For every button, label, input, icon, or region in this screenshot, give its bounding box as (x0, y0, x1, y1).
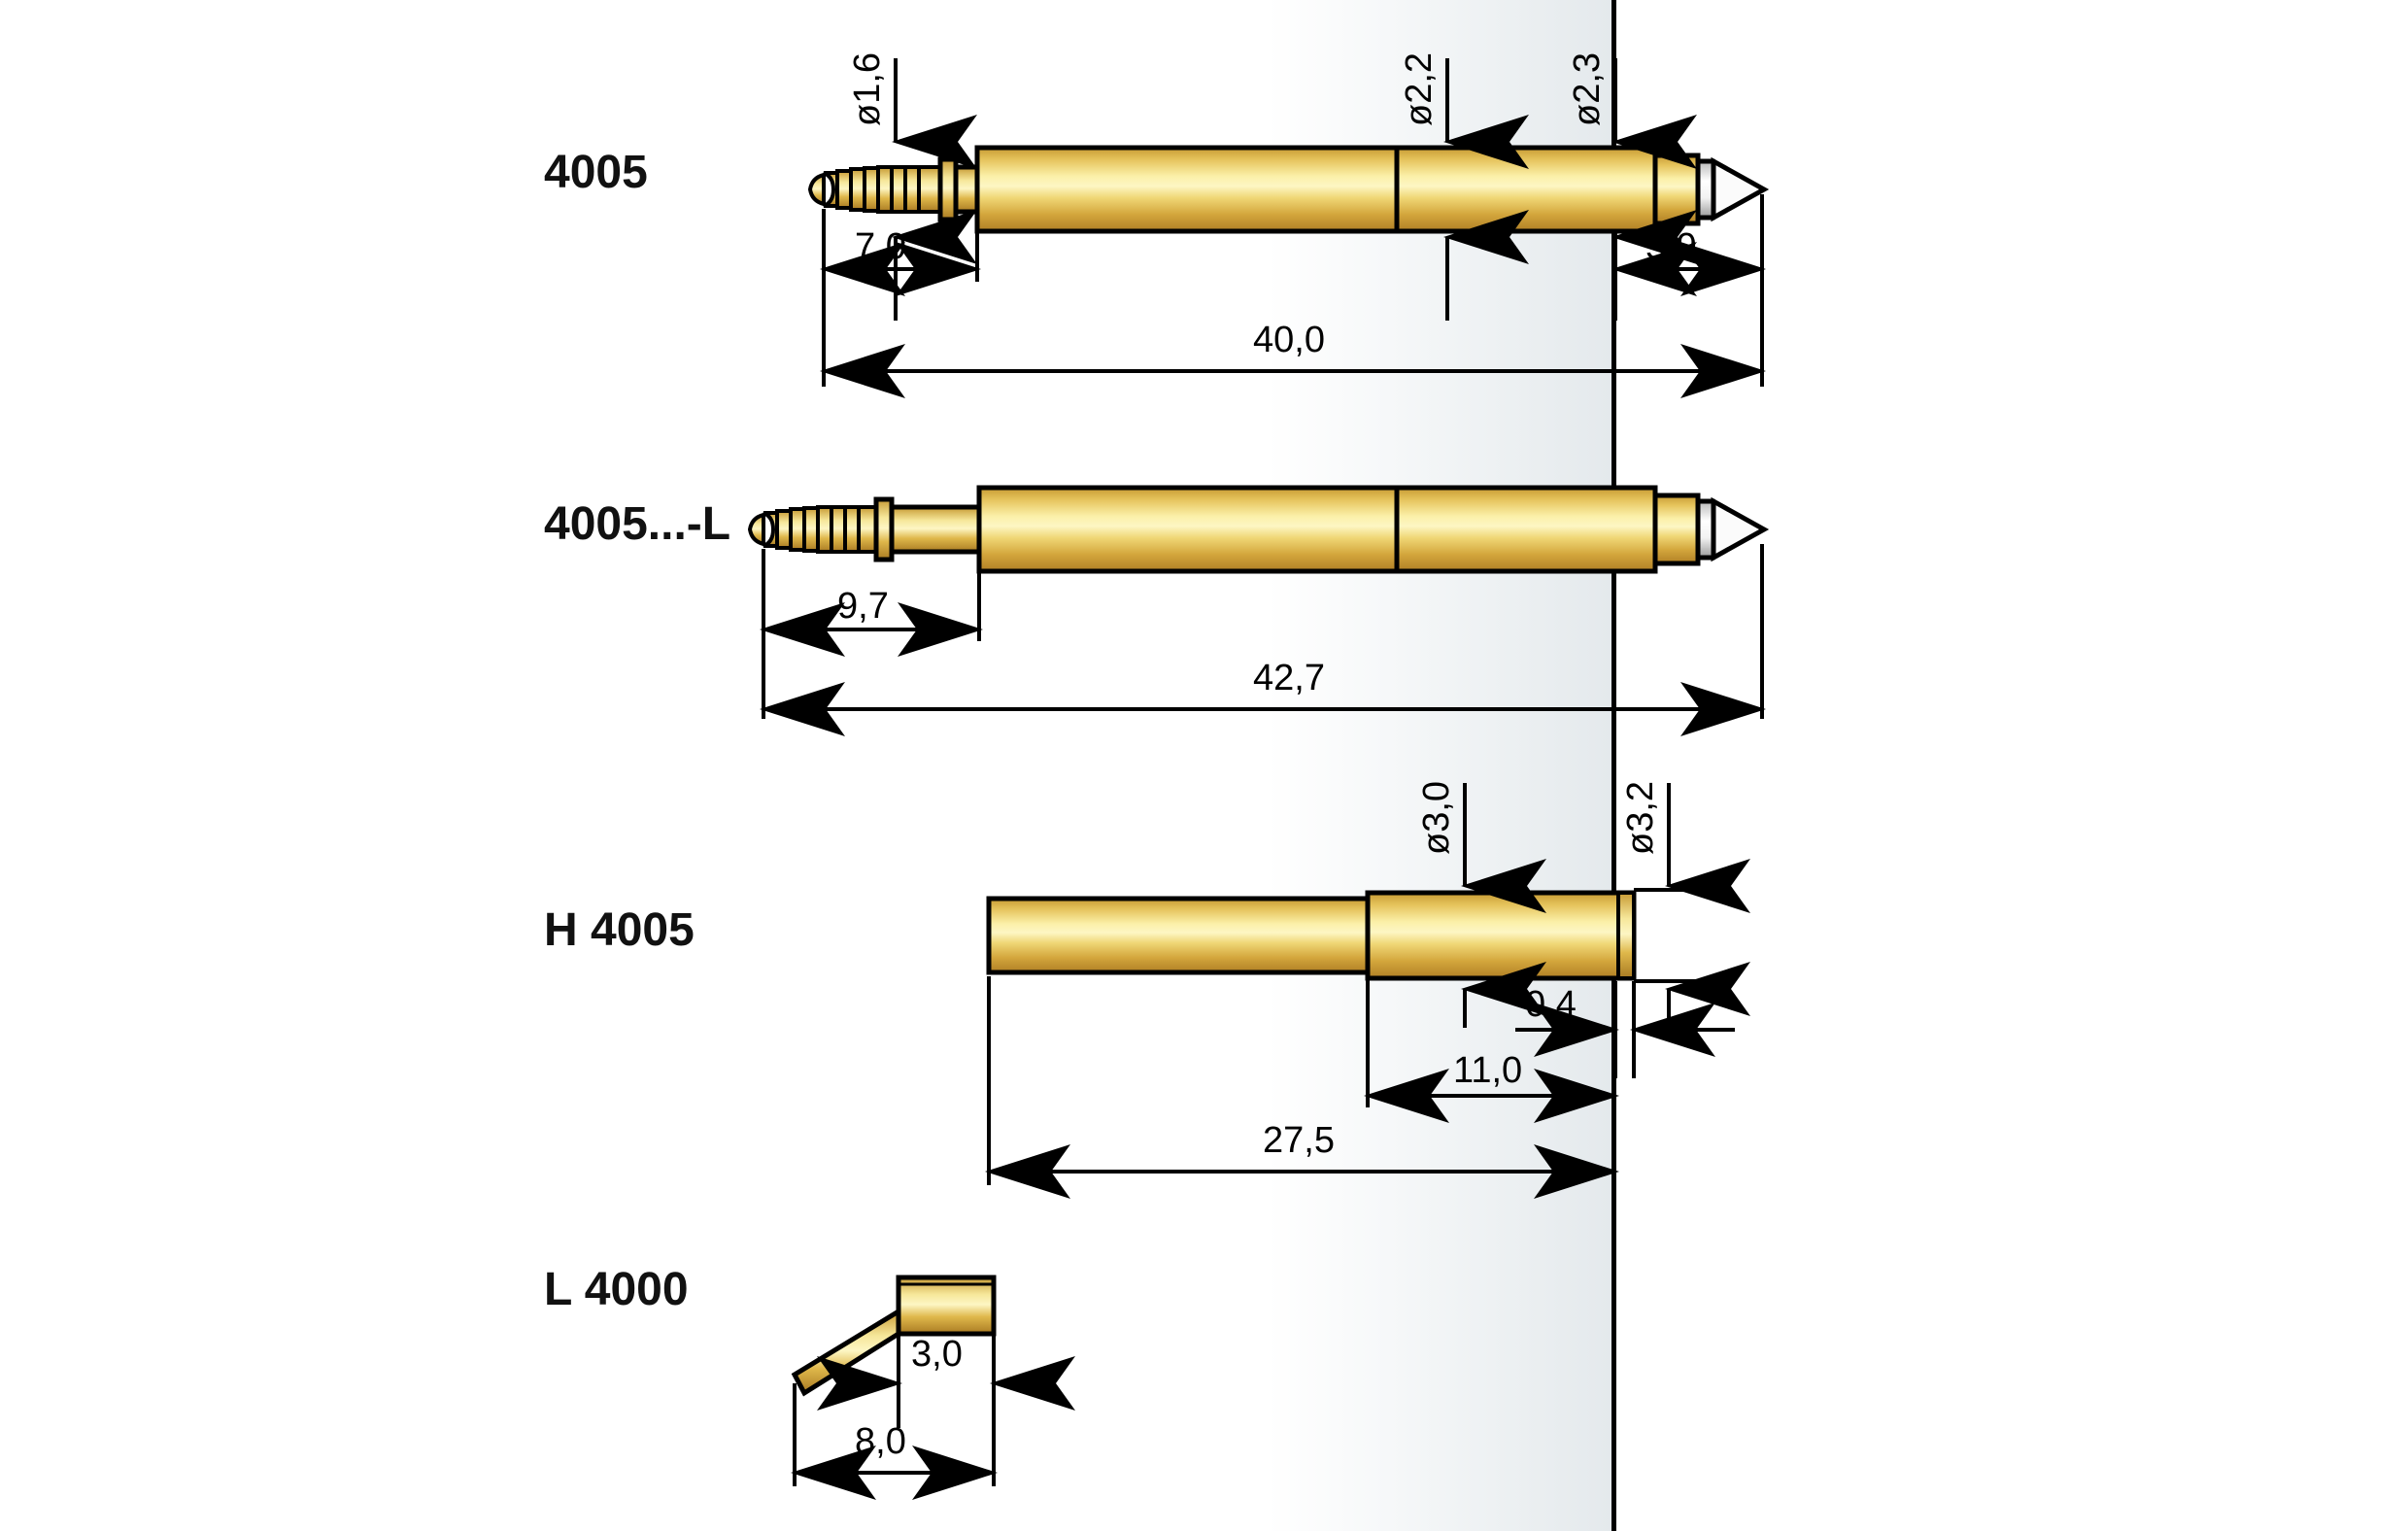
probe-4005L-shoulder (1652, 493, 1701, 566)
dim-label-d16: ø1,6 (847, 52, 888, 126)
h4005-dim-0-4: 0,4 (1515, 981, 1735, 1078)
drawing-label-l4000: L 4000 (544, 1264, 689, 1315)
l4000-dim-8-0: 8,0 (791, 1383, 998, 1500)
dim-label-42-7: 42,7 (1253, 658, 1325, 698)
probe-4005L-dim-42-7: 42,7 (760, 544, 1766, 736)
h4005-dim-11-0: 11,0 (1364, 976, 1619, 1123)
h4005-body-left (986, 896, 1371, 975)
probe-4005-shoulder (1652, 153, 1701, 226)
h4005-dim-d32: ø3,2 (1620, 781, 1750, 1028)
probe-4005-dim-5-9: 5,9 (1611, 194, 1766, 296)
probe-4005L-barrel-a (976, 485, 1400, 574)
lead-l4000-geometry (791, 1275, 997, 1397)
probe-4005-barrel-b (1394, 145, 1658, 234)
background-gradient-band (1268, 0, 1612, 1531)
drawing-label-4005: 4005 (544, 147, 648, 198)
h4005-body-right (1365, 890, 1637, 981)
probe-4005-dim-40-0: 40,0 (820, 282, 1766, 398)
dim-label-7-0: 7,0 (855, 226, 906, 267)
probe-4005-dim-d22: ø2,2 (1399, 52, 1529, 321)
dim-label-d32: ø3,2 (1620, 781, 1661, 855)
probe-4005-geometry (807, 145, 1770, 234)
probe-4005-dim-7-0: 7,0 (820, 209, 981, 296)
dim-label-8-0: 8,0 (855, 1421, 906, 1462)
h4005-dim-27-5: 27,5 (985, 976, 1619, 1199)
drawing-label-h4005: H 4005 (544, 904, 695, 956)
dim-label-5-9: 5,9 (1645, 226, 1697, 267)
probe-4005L-barbed-tail (747, 505, 878, 554)
probe-4005-neck (953, 164, 980, 215)
dim-label-40-0: 40,0 (1253, 320, 1325, 360)
probe-4005L-geometry (747, 485, 1770, 574)
dim-label-d23: ø2,3 (1567, 52, 1608, 126)
drawing-label-4005-L: 4005...-L (544, 498, 731, 550)
receptacle-h4005-geometry (986, 890, 1637, 981)
dim-label-9-7: 9,7 (837, 586, 889, 627)
dim-label-11-0: 11,0 (1453, 1050, 1522, 1091)
probe-4005-tip-point (1711, 156, 1770, 222)
probe-4005-barrel-a (974, 145, 1400, 234)
probe-4005L-dim-9-7: 9,7 (760, 549, 983, 719)
probe-4005L-barrel-b (1394, 485, 1658, 574)
probe-4005L-tip-point (1711, 496, 1770, 562)
probe-4005-barbed-tail (807, 165, 942, 214)
l4000-wire (791, 1307, 901, 1397)
band-edge-line (1611, 0, 1616, 1531)
dim-label-27-5: 27,5 (1263, 1120, 1335, 1161)
dim-label-d30: ø3,0 (1416, 781, 1457, 855)
dim-label-0-4: 0,4 (1525, 984, 1577, 1025)
h4005-dim-d30: ø3,0 (1416, 781, 1546, 1028)
h4005-end-ring (1616, 891, 1636, 980)
probe-4005L-neck (889, 504, 982, 555)
dim-label-d22: ø2,2 (1399, 52, 1440, 126)
l4000-block (896, 1275, 997, 1337)
dim-label-3-0: 3,0 (911, 1334, 963, 1375)
